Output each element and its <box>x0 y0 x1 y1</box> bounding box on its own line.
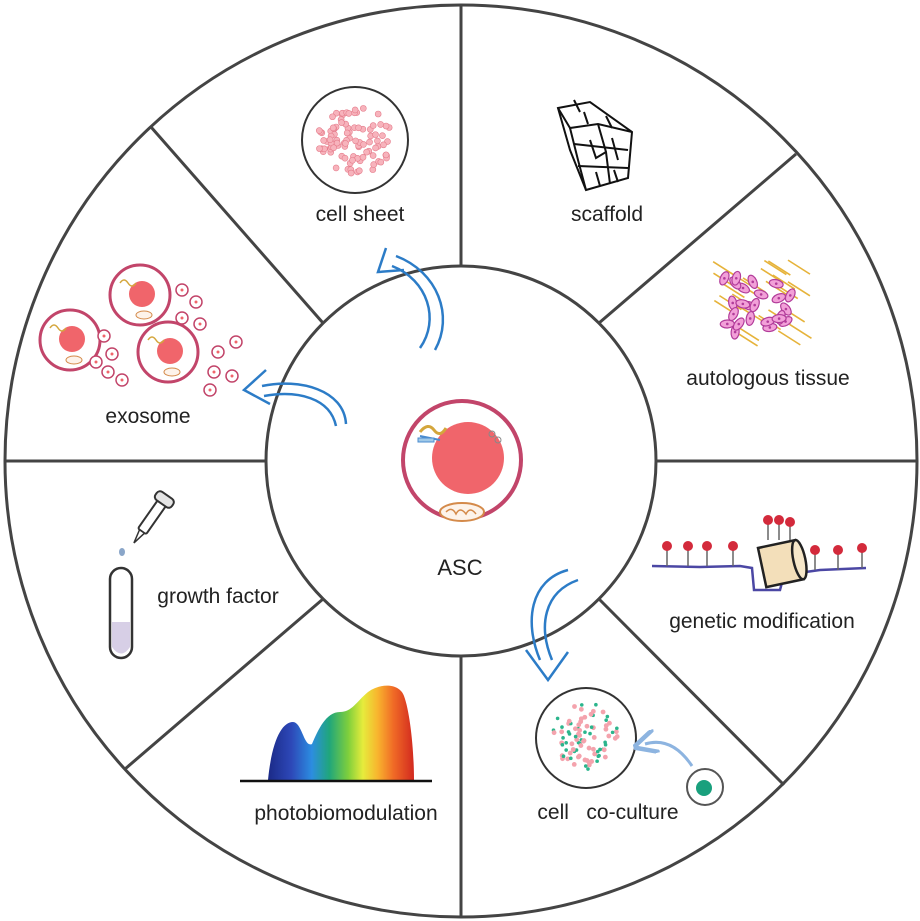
co-culture-icon <box>535 687 724 806</box>
label-genetic-modification: genetic modification <box>669 610 855 633</box>
label-growth-factor: growth factor <box>157 585 278 608</box>
exosome-icon <box>38 263 243 397</box>
photobiomodulation-icon <box>240 685 432 783</box>
label-cell-sheet: cell sheet <box>316 203 405 226</box>
scaffold-icon <box>556 99 634 192</box>
arrow-to-exosome <box>241 369 348 427</box>
label-exosome: exosome <box>105 405 190 428</box>
label-autologous-tissue: autologous tissue <box>686 367 849 390</box>
label-co-culture: cell co-culture <box>537 801 678 824</box>
arrow-to-co-culture <box>524 568 579 683</box>
label-photobiomodulation: photobiomodulation <box>254 802 437 825</box>
growth-factor-icon <box>108 490 175 660</box>
label-scaffold: scaffold <box>571 203 643 226</box>
arrow-to-cell-sheet <box>376 247 445 351</box>
cell-sheet-icon <box>301 86 409 194</box>
autologous-tissue-icon <box>712 259 812 347</box>
genetic-modification-icon <box>651 515 867 592</box>
segment-dividers <box>5 5 917 917</box>
asc-cell-icon <box>401 399 523 522</box>
label-asc: ASC <box>437 555 482 580</box>
